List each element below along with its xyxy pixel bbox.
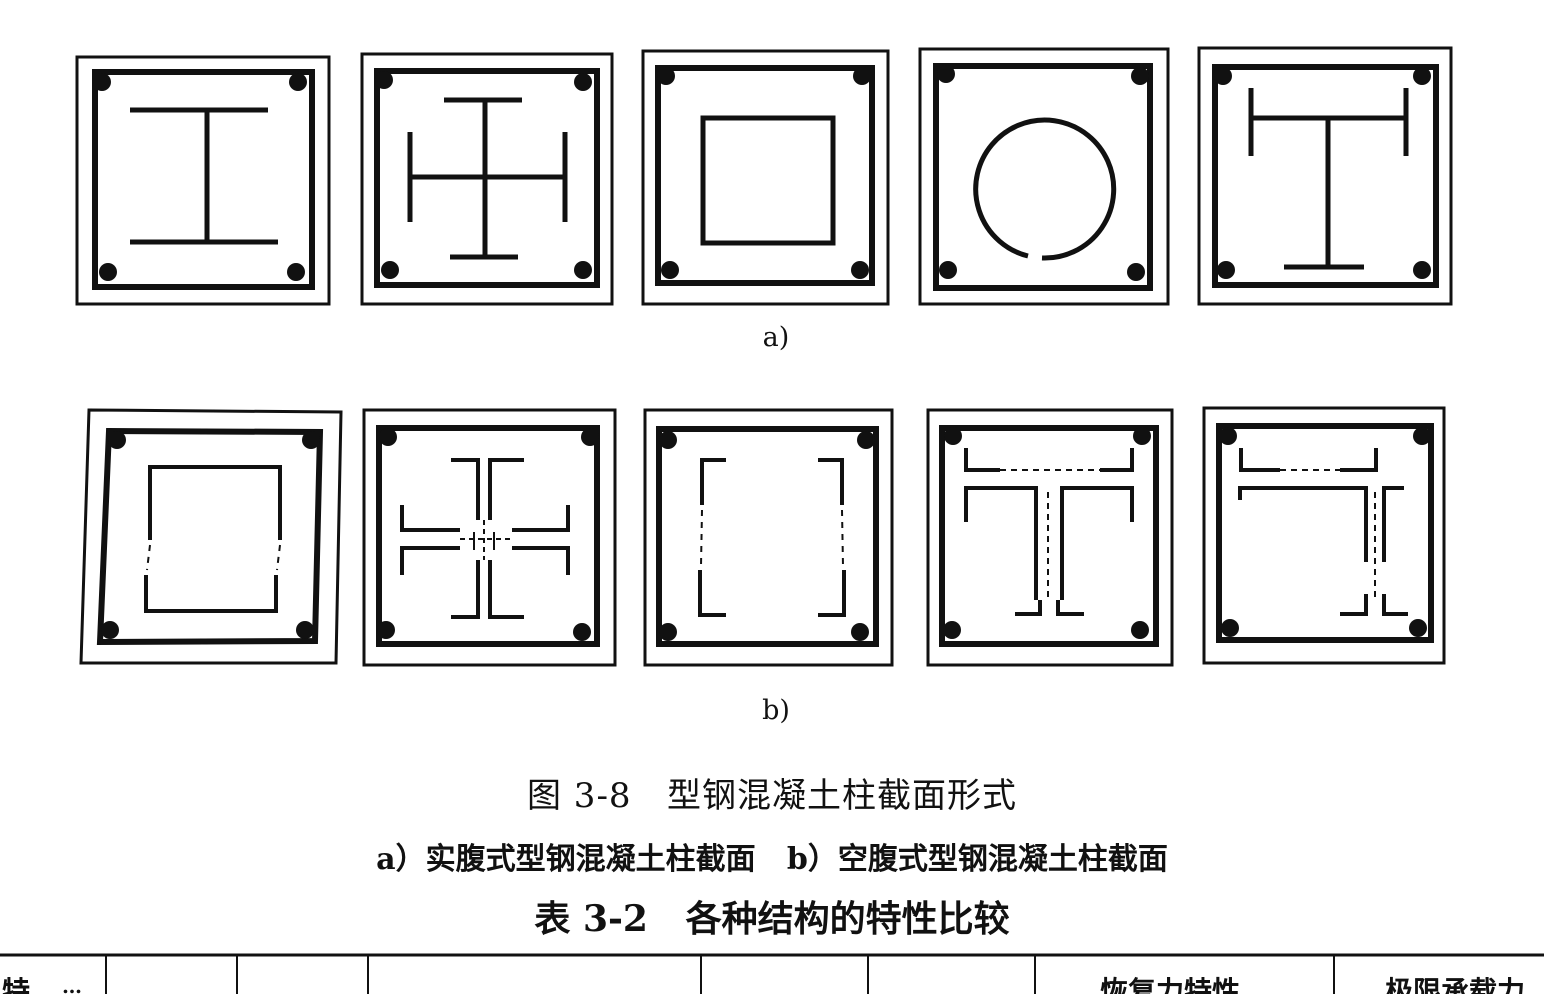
section-a1-i-shape [75, 55, 331, 306]
table-header-cell: 特 [2, 975, 31, 994]
table-header-lines [0, 953, 1544, 994]
section-a3-box-shape [641, 49, 890, 306]
section-b3-lattice-channels [643, 408, 894, 667]
figure-title: 图 3-8 型钢混凝土柱截面形式 [527, 776, 1017, 816]
row-a-label: a) [762, 322, 790, 353]
table-header-cell: 恢复力特性 [1100, 975, 1241, 994]
section-a5-t-shape [1197, 46, 1453, 306]
table-title: 表 3-2 各种结构的特性比较 [534, 898, 1010, 940]
table-header-fragment: 特 … 恢复力特性 极限承载力 [0, 952, 1544, 994]
table-header-cell: 极限承载力 [1385, 975, 1526, 994]
section-b5-lattice-l [1202, 406, 1446, 665]
row-b-label: b) [762, 695, 790, 726]
section-a4-circular-tube [918, 47, 1170, 306]
section-b4-lattice-pi [926, 408, 1174, 667]
section-b2-lattice-cross [362, 408, 617, 667]
table-header-cell: … [62, 974, 82, 994]
figure-subtitle: a）实腹式型钢混凝土柱截面 b）空腹式型钢混凝土柱截面 [376, 842, 1168, 877]
section-a2-cross-shape [360, 52, 614, 306]
section-b1-lattice-box [79, 408, 343, 665]
